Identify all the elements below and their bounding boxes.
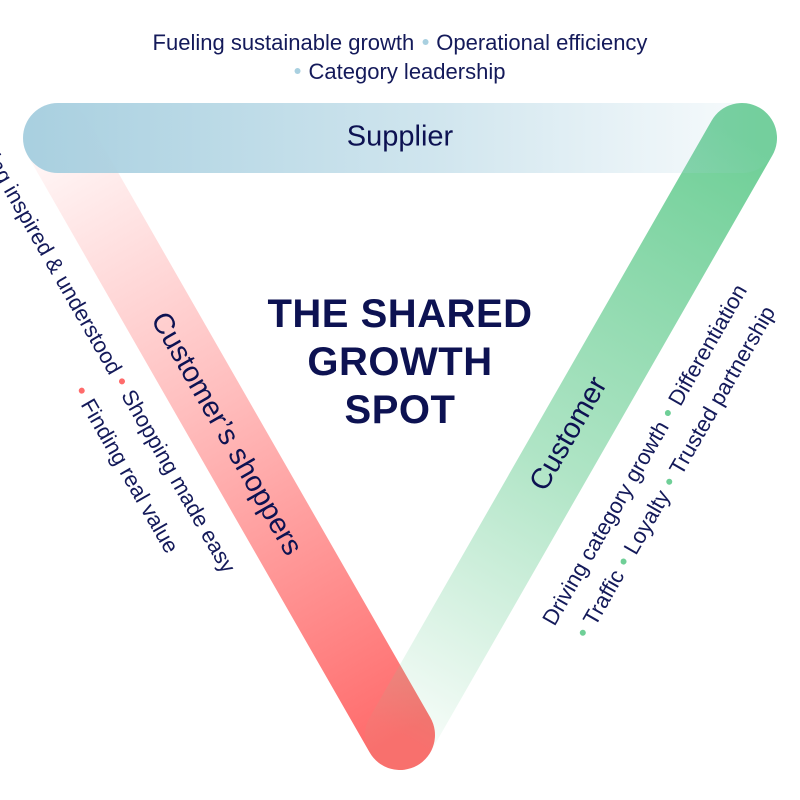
supplier-value-3: Category leadership: [308, 59, 506, 84]
supplier-label: Supplier: [346, 120, 454, 153]
shopper-bar: [23, 103, 435, 770]
customer-bar: [365, 103, 777, 770]
supplier-value-2: Operational efficiency: [436, 30, 648, 55]
center-title-line-3: SPOT: [344, 388, 456, 432]
bullet-dot-icon: [422, 39, 429, 46]
center-title-line-1: THE SHARED: [267, 292, 533, 336]
bullet-dot-icon: [663, 408, 673, 418]
supplier-values-line-1: Fueling sustainable growth Operational ef…: [153, 32, 648, 54]
supplier-value-1: Fueling sustainable growth: [152, 30, 415, 55]
center-title: THE SHARED GROWTH SPOT: [220, 290, 580, 434]
supplier-values-line-2: Category leadership: [294, 59, 506, 84]
bullet-dot-icon: [665, 478, 674, 487]
bullet-dot-icon: [619, 557, 628, 566]
center-title-line-2: GROWTH: [307, 340, 493, 384]
bullet-dot-icon: [294, 68, 301, 75]
bullet-dot-icon: [77, 386, 86, 395]
bullet-dot-icon: [117, 377, 127, 386]
